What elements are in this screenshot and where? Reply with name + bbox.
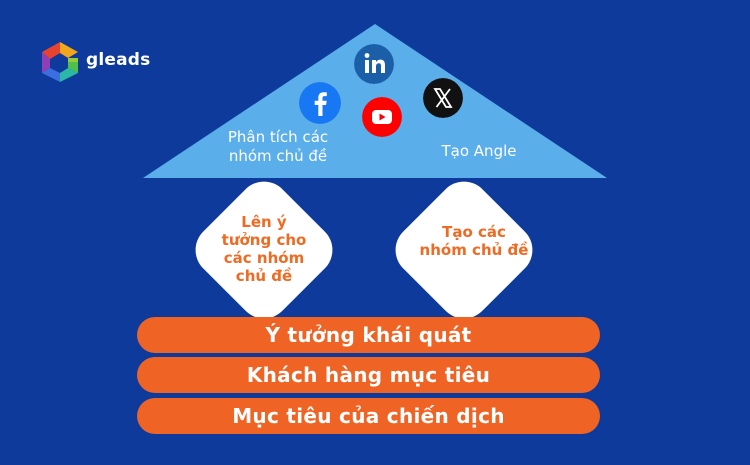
pillar-left-label: Lên ý tưởng cho các nhóm chủ đề xyxy=(221,213,307,285)
gleads-logo-icon xyxy=(42,42,78,82)
pillar-right-label: Tạo các nhóm chủ đề xyxy=(419,223,529,259)
facebook-icon xyxy=(299,82,341,124)
roof-right-label: Tạo Angle xyxy=(441,142,517,160)
youtube-icon xyxy=(362,97,402,137)
brand-name: gleads xyxy=(86,50,151,70)
foundation-bar-3: Mục tiêu của chiến dịch xyxy=(137,398,600,434)
roof-left-label: Phân tích các nhóm chủ đề xyxy=(227,128,329,165)
x-icon xyxy=(423,78,463,118)
foundation-bar-1: Ý tưởng khái quát xyxy=(137,317,600,353)
linkedin-icon xyxy=(354,44,394,84)
foundation-bar-2: Khách hàng mục tiêu xyxy=(137,357,600,393)
